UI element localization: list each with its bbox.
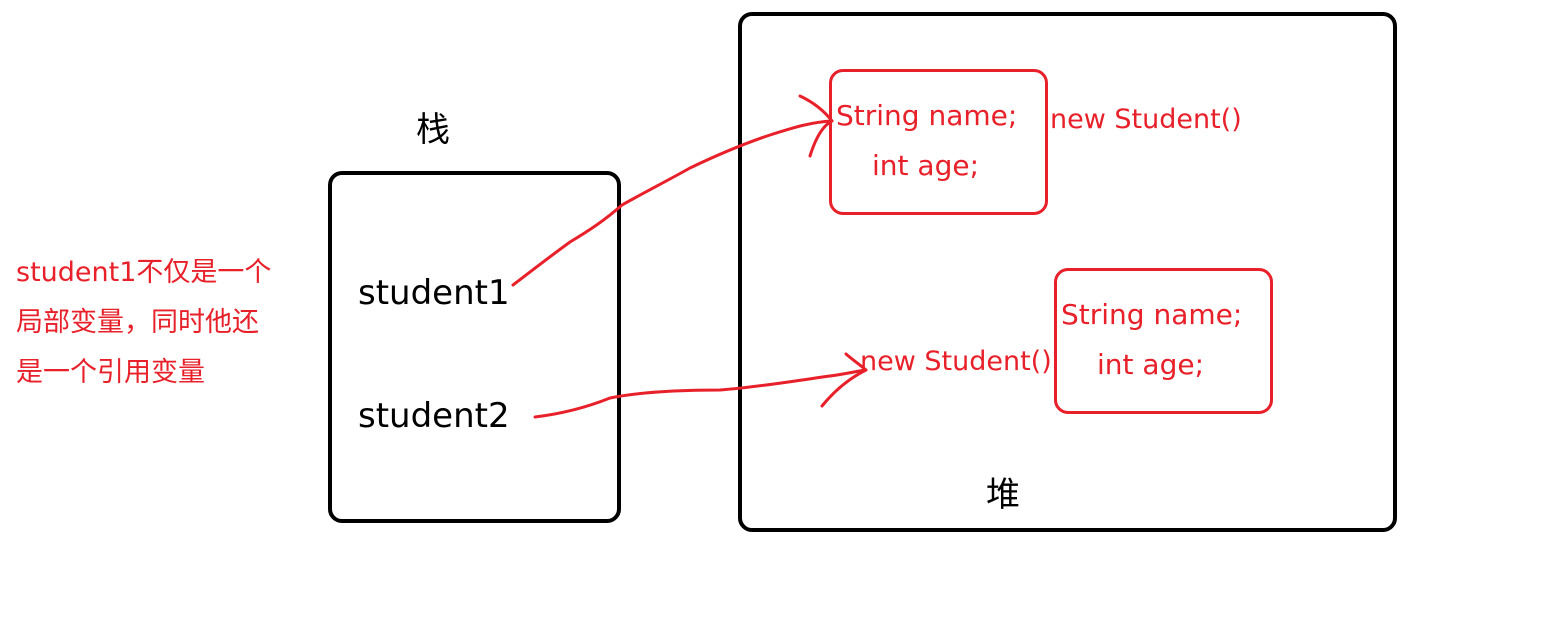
- heap-label: 堆: [986, 475, 1020, 515]
- stack-variable-student1: student1: [358, 273, 510, 313]
- object-1-constructor-label: new Student(): [1050, 104, 1242, 135]
- annotation-line-3: 是一个引用变量: [16, 357, 205, 388]
- annotation-line-2: 局部变量，同时他还: [16, 307, 259, 338]
- object-1-field-name: String name;: [836, 99, 1018, 132]
- stack-box: [328, 171, 621, 523]
- annotation-line-1: student1不仅是一个: [16, 257, 272, 288]
- stack-label: 栈: [416, 110, 450, 150]
- annotation-note: student1不仅是一个 局部变量，同时他还 是一个引用变量: [16, 248, 301, 398]
- object-2-field-age: int age;: [1097, 348, 1204, 381]
- object-2-field-name: String name;: [1061, 298, 1243, 331]
- object-2-constructor-label: new Student(): [860, 346, 1052, 377]
- reference-arrow-student2-shaft: [533, 368, 868, 419]
- heap-box: [738, 12, 1397, 532]
- heap-object-2: [1054, 268, 1273, 414]
- object-1-field-age: int age;: [872, 149, 979, 182]
- reference-arrow-student1-head: [798, 94, 834, 158]
- stack-variable-student2: student2: [358, 396, 510, 436]
- heap-object-1: [829, 69, 1048, 215]
- reference-arrow-student2-head: [820, 352, 868, 408]
- reference-arrow-student1-shaft: [511, 119, 834, 287]
